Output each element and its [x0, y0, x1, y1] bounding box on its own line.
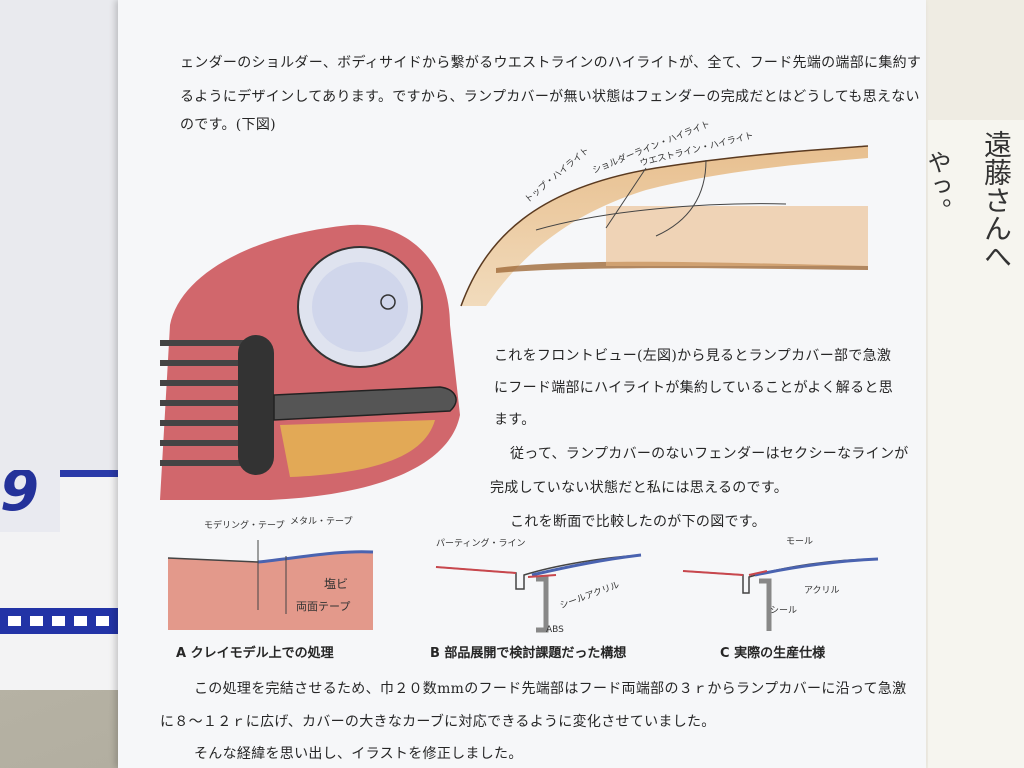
paragraph1-line-3: のです。(下図)	[180, 117, 276, 133]
paragraph2-line-4: 従って、ランプカバーのないフェンダーはセクシーなラインが	[510, 446, 909, 462]
paragraph2-line-1: これをフロントビュー(左図)から見るとランプカバー部で急激	[494, 348, 892, 364]
paragraph2-line-2: にフード端部にハイライトが集約していることがよく解ると思	[494, 380, 893, 396]
paragraph3-line-1: この処理を完結させるため、巾２０数mmのフード先端部はフード両端部の３ｒからラン…	[194, 681, 907, 697]
brochure-film-strip	[0, 608, 125, 634]
section-c-caption: C 実際の生産仕様	[720, 646, 826, 661]
section-c-diagram	[682, 557, 879, 631]
section-b-caption: B 部品展開で検討課題だった構想	[430, 646, 627, 661]
handwritten-note-line-2: やっ。	[923, 150, 951, 222]
paragraph2-line-5: 完成していない状態だと私には思えるのです。	[490, 480, 789, 496]
front-view-illustration	[160, 224, 460, 501]
main-document-page: ェンダーのショルダー、ボディサイドから繋がるウエストラインのハイライトが、全て、…	[118, 0, 926, 768]
section-c-label-3: シール	[770, 606, 798, 616]
paragraph2-line-3: ます。	[494, 412, 536, 428]
section-c-label-1: モール	[786, 537, 814, 547]
section-a-label-2: メタル・テープ	[290, 517, 353, 527]
handwritten-note-line-1: 遠藤さんへ	[980, 130, 1013, 270]
paragraph3-line-2: に８〜１２ｒに広げ、カバーの大きなカーブに対応できるように変化させていました。	[160, 714, 716, 730]
section-a-label-3: 塩ビ	[324, 577, 349, 591]
section-b-label-1: パーティング・ライン	[436, 539, 526, 549]
note-paper-sheet: 遠藤さんへ やっ。	[923, 120, 1024, 768]
section-a-diagram	[167, 540, 374, 630]
paragraph2-line-6: これを断面で比較したのが下の図です。	[510, 514, 766, 530]
paragraph1-line-1: ェンダーのショルダー、ボディサイドから繋がるウエストラインのハイライトが、全て、…	[180, 55, 922, 71]
section-b-label-3: ABS	[546, 625, 564, 635]
section-c-label-2: アクリル	[804, 586, 840, 596]
section-a-caption: A クレイモデル上での処理	[176, 646, 334, 661]
section-a-label-1: モデリング・テープ	[204, 521, 285, 531]
section-b-diagram	[435, 553, 642, 633]
fender-highlight-illustration	[460, 145, 869, 307]
paragraph3-line-3: そんな経緯を思い出し、イラストを修正しました。	[194, 746, 523, 762]
section-a-label-4: 両面テープ	[296, 600, 351, 613]
paragraph1-line-2: るようにデザインしてあります。ですから、ランプカバーが無い状態はフェンダーの完成…	[180, 89, 920, 105]
